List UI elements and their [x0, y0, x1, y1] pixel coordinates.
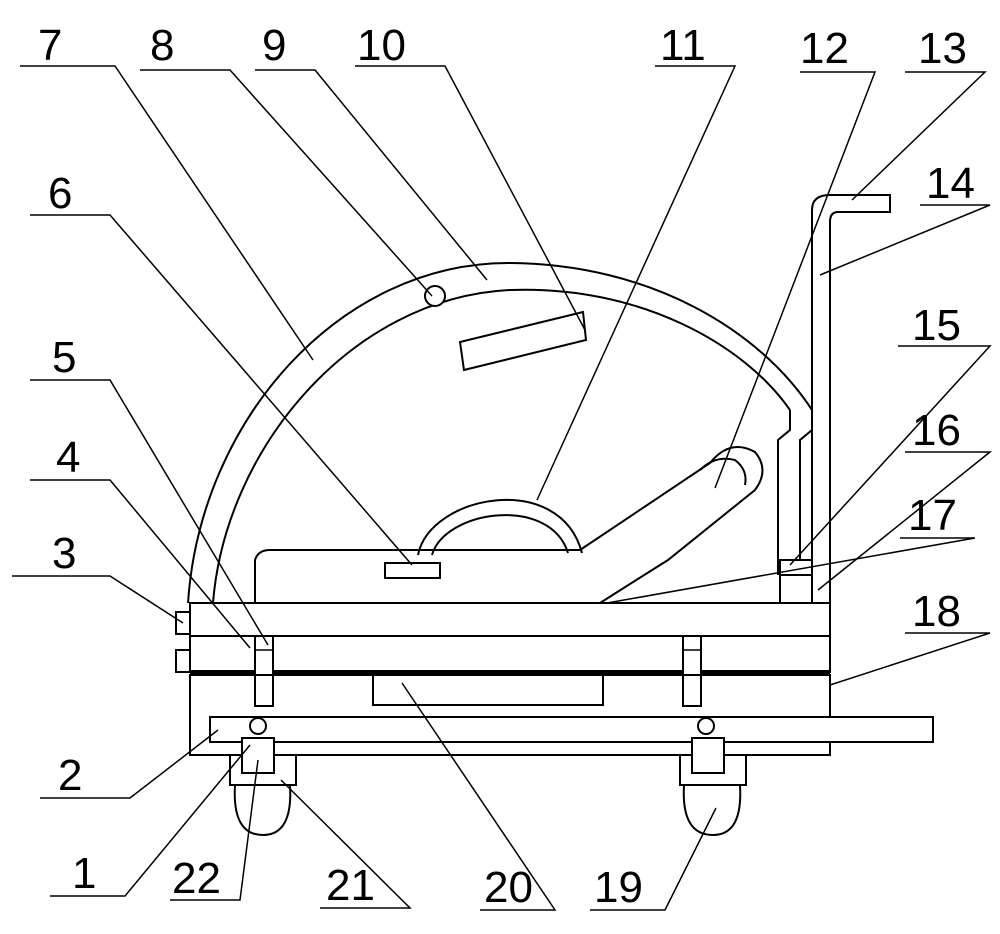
label-11: 11 — [660, 21, 706, 70]
guard-bracket — [778, 410, 790, 575]
wheel-block-left — [242, 738, 274, 773]
ball-left — [250, 718, 266, 734]
label-1: 1 — [72, 849, 96, 898]
handle-arm-edge — [700, 459, 746, 485]
label-15: 15 — [912, 301, 961, 350]
label-10: 10 — [357, 21, 406, 70]
guide-post-right — [683, 636, 701, 706]
label-16: 16 — [912, 406, 961, 455]
handle-arm — [580, 447, 763, 603]
label-12: 12 — [800, 24, 849, 73]
guard-bracket-outer — [800, 410, 812, 575]
leader-14 — [820, 205, 990, 275]
side-knob-lower — [176, 650, 190, 672]
wheel-right — [684, 785, 741, 835]
label-14: 14 — [926, 159, 975, 208]
part-labels: 7 8 9 10 11 12 13 14 6 5 4 3 15 16 17 18… — [38, 21, 975, 912]
column-base-block — [780, 575, 812, 603]
label-22: 22 — [172, 854, 221, 903]
label-18: 18 — [912, 587, 961, 636]
guide-post-left — [255, 636, 273, 706]
leader-3 — [12, 576, 183, 623]
wheel-block-right — [692, 738, 724, 773]
leader-18 — [830, 633, 990, 685]
label-20: 20 — [484, 863, 533, 912]
leader-8 — [140, 70, 432, 296]
machine-drawing — [176, 195, 933, 835]
guard-pin — [425, 286, 445, 306]
label-5: 5 — [52, 333, 76, 382]
label-6: 6 — [48, 169, 72, 218]
leader-12 — [715, 72, 875, 488]
label-2: 2 — [58, 751, 82, 800]
label-13: 13 — [918, 24, 967, 73]
leader-6 — [30, 215, 412, 565]
label-9: 9 — [262, 21, 286, 70]
middle-plate — [190, 636, 830, 672]
leader-11 — [537, 66, 735, 500]
label-plate — [460, 312, 586, 370]
switch-button — [385, 563, 440, 578]
label-17: 17 — [908, 491, 957, 540]
work-table — [190, 603, 830, 636]
label-4: 4 — [56, 433, 80, 482]
wheel-left — [235, 785, 291, 835]
label-21: 21 — [326, 861, 375, 910]
ball-right — [698, 718, 714, 734]
slide-plate — [210, 717, 933, 742]
label-19: 19 — [594, 863, 643, 912]
leader-lines — [12, 66, 990, 910]
label-7: 7 — [38, 21, 62, 70]
leader-9 — [255, 70, 487, 280]
leader-16 — [818, 452, 990, 590]
label-8: 8 — [150, 21, 174, 70]
label-3: 3 — [52, 529, 76, 578]
cutting-blade-outer — [418, 500, 582, 555]
